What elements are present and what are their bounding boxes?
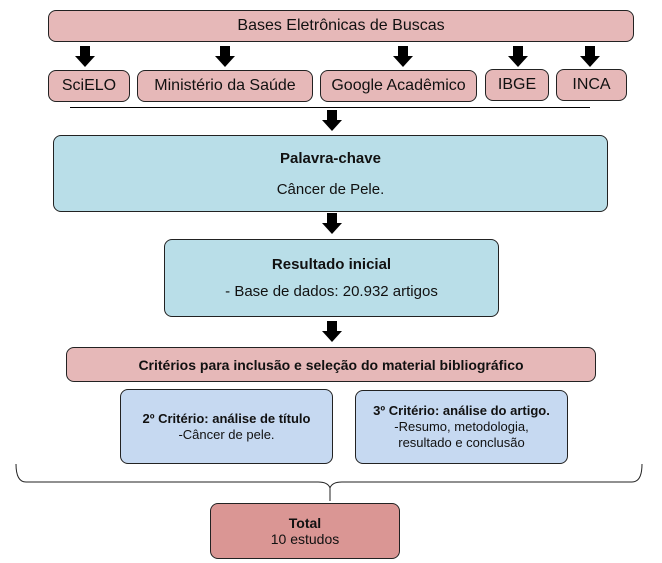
criteria-title: Critérios para inclusão e seleção do mat…	[138, 356, 524, 373]
curly-brace	[15, 463, 643, 501]
bases-eletronicas-box: Bases Eletrônicas de Buscas	[48, 10, 634, 42]
initial-result-title: Resultado inicial	[271, 256, 392, 273]
initial-result-box: Resultado inicial - Base de dados: 20.93…	[164, 239, 499, 317]
criterion-3-line1: -Resumo, metodologia,	[394, 419, 529, 434]
total-box: Total 10 estudos	[210, 503, 400, 559]
source-scielo: SciELO	[48, 70, 130, 102]
keyword-text: Câncer de Pele.	[276, 180, 385, 198]
source-ibge: IBGE	[485, 69, 549, 101]
source-label: IBGE	[497, 76, 537, 93]
keyword-title: Palavra-chave	[280, 149, 381, 167]
arrow-down-icon	[508, 46, 528, 68]
total-text: 10 estudos	[270, 531, 340, 547]
arrow-down-icon	[580, 46, 600, 68]
source-ministerio-saude: Ministério da Saúde	[137, 70, 313, 102]
criterion-3-box: 3º Critério: análise do artigo. -Resumo,…	[355, 390, 568, 464]
arrow-down-icon	[322, 213, 342, 235]
arrow-down-icon	[215, 46, 235, 68]
total-title: Total	[288, 515, 322, 531]
criteria-box: Critérios para inclusão e seleção do mat…	[66, 347, 596, 382]
bases-eletronicas-label: Bases Eletrônicas de Buscas	[237, 17, 445, 34]
criterion-2-box: 2º Critério: análise de título -Câncer d…	[120, 389, 333, 464]
keyword-box: Palavra-chave Câncer de Pele.	[53, 135, 608, 212]
criterion-3-title: 3º Critério: análise do artigo.	[373, 403, 550, 418]
source-inca: INCA	[556, 69, 627, 101]
criterion-2-text: -Câncer de pele.	[178, 426, 275, 442]
source-label: SciELO	[61, 77, 117, 94]
arrow-down-icon	[393, 46, 413, 68]
arrow-down-icon	[322, 321, 342, 343]
criterion-2-title: 2º Critério: análise de título	[142, 410, 311, 426]
criterion-3-line2: resultado e conclusão	[398, 435, 525, 450]
source-label: Google Acadêmico	[331, 77, 466, 94]
source-label: INCA	[572, 76, 611, 93]
arrow-down-icon	[322, 110, 342, 132]
source-label: Ministério da Saúde	[154, 77, 296, 94]
initial-result-text: - Base de dados: 20.932 artigos	[225, 283, 438, 300]
separator-line	[70, 107, 590, 108]
source-google-academico: Google Acadêmico	[320, 70, 477, 102]
arrow-down-icon	[75, 46, 95, 68]
